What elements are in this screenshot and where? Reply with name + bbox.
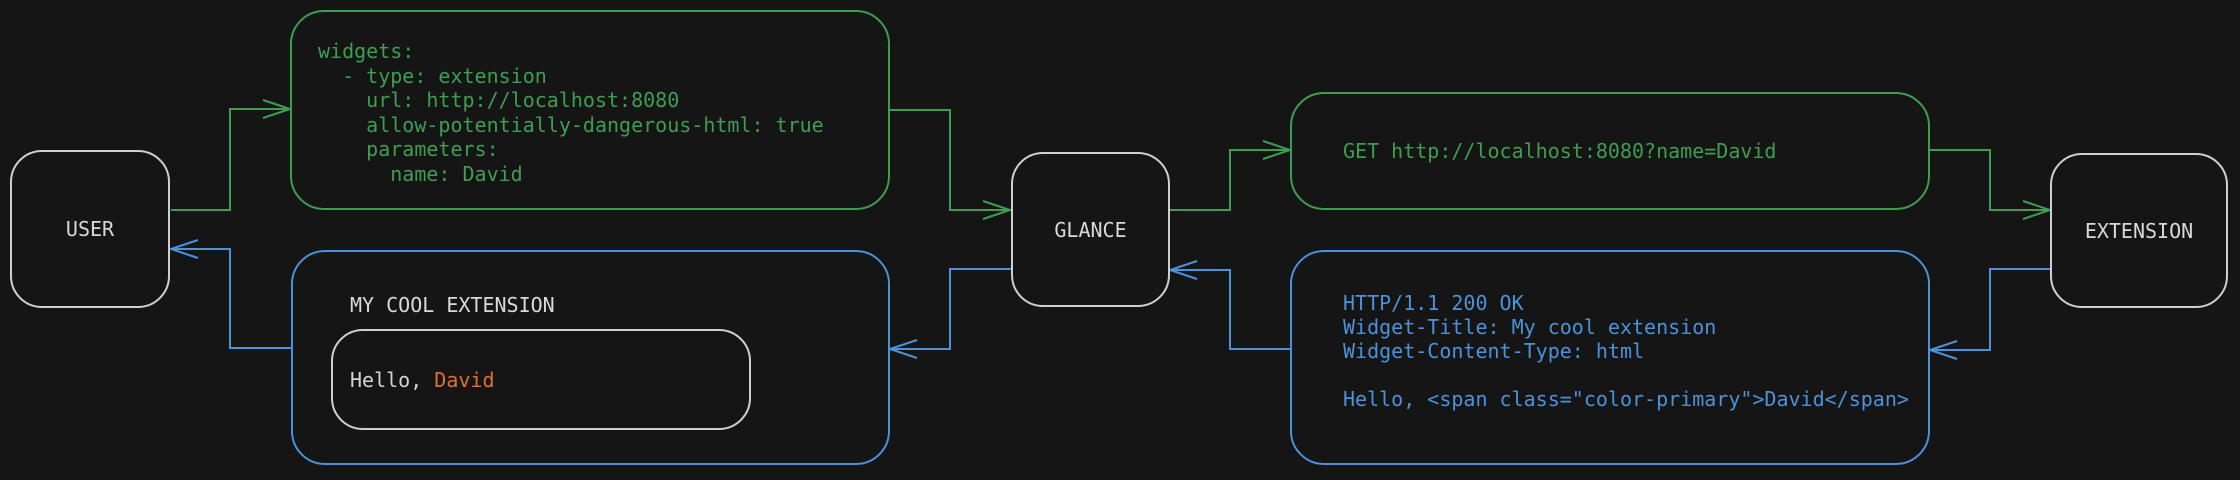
greeting-text: Hello, David [350, 368, 495, 392]
response-line: Hello, <span class="color-primary">David… [1343, 387, 1909, 411]
arrowhead-left-icon [886, 339, 918, 359]
arrowhead-right-icon [1262, 140, 1294, 160]
node-glance-label: GLANCE [1054, 217, 1127, 242]
widget-content-box: Hello, David [331, 329, 751, 430]
arrowhead-right-icon [982, 200, 1014, 220]
arrowhead-left-icon [1166, 260, 1198, 280]
arrowhead-right-icon [2022, 200, 2054, 220]
arrow-widget-to-user [167, 239, 291, 349]
config-line: widgets: [318, 39, 415, 63]
arrow-glance-to-widget [886, 268, 1011, 359]
arrow-line [173, 248, 291, 349]
node-user: USER [10, 150, 170, 308]
node-extension-label: EXTENSION [2084, 218, 2194, 243]
node-user-label: USER [65, 217, 115, 241]
greeting-prefix: Hello, [350, 367, 435, 392]
widget-title: MY COOL EXTENSION [350, 293, 555, 317]
config-line: url: http://localhost:8080 [318, 88, 680, 112]
arrow-response-to-glance [1166, 260, 1290, 350]
node-glance: GLANCE [1011, 152, 1170, 307]
arrow-line [171, 108, 288, 211]
arrow-user-to-config [171, 99, 294, 211]
arrow-request-to-extension [1930, 149, 2054, 220]
arrow-line [892, 268, 1011, 350]
arrow-glance-to-request [1170, 140, 1294, 211]
arrow-extension-to-response [1926, 268, 2050, 360]
http-response-box: HTTP/1.1 200 OK Widget-Title: My cool ex… [1290, 250, 1930, 465]
arrowhead-right-icon [262, 99, 294, 119]
config-line: - type: extension [318, 63, 547, 88]
arrowhead-left-icon [167, 239, 199, 259]
arrow-line [1170, 149, 1288, 211]
response-line: HTTP/1.1 200 OK [1343, 291, 1524, 315]
arrowhead-left-icon [1926, 340, 1958, 360]
response-line [1343, 363, 1928, 387]
config-line: allow-potentially-dangerous-html: true [318, 112, 824, 137]
arrow-line [890, 109, 1008, 211]
response-line: Widget-Content-Type: html [1343, 339, 1645, 363]
arrow-line [1932, 268, 2050, 351]
http-request-box: GET http://localhost:8080?name=David [1290, 92, 1930, 210]
arrow-line [1172, 269, 1290, 350]
request-line: GET http://localhost:8080?name=David [1343, 139, 1777, 163]
greeting-name: David [434, 367, 495, 392]
arrow-config-to-glance [890, 109, 1014, 220]
arrow-line [1930, 149, 2048, 211]
config-line: name: David [318, 161, 523, 186]
config-yaml-box: widgets: - type: extension url: http://l… [290, 10, 890, 210]
rendered-widget-box: MY COOL EXTENSION Hello, David [291, 250, 890, 465]
node-extension: EXTENSION [2050, 153, 2228, 308]
config-line: parameters: [318, 137, 499, 161]
response-line: Widget-Title: My cool extension [1343, 315, 1717, 339]
